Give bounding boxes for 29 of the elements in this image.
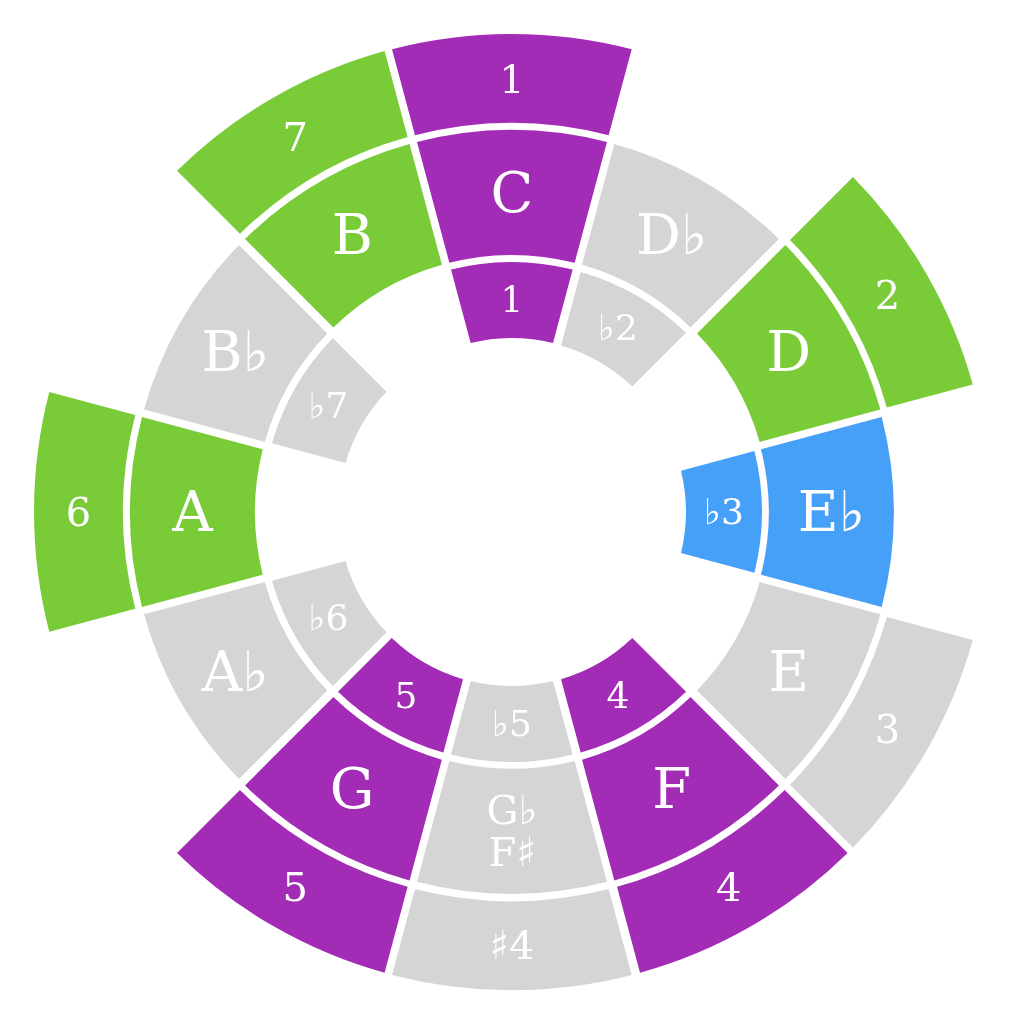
ring-segment (560, 637, 686, 753)
ring-segment (392, 888, 632, 990)
degree-label: 2 (874, 274, 901, 317)
degree-label: 4 (606, 676, 630, 715)
note-label: D (766, 322, 812, 382)
degree-label: ♭3 (704, 493, 744, 531)
ring-segment (34, 392, 136, 632)
note-label: B (331, 205, 373, 265)
ring-segment (681, 451, 762, 573)
degree-label: 1 (499, 57, 525, 100)
degree-label: 4 (716, 866, 742, 909)
degree-label: 5 (394, 676, 418, 715)
ring-segment (392, 34, 632, 136)
degree-label: 1 (500, 281, 524, 319)
note-label: C (490, 163, 534, 222)
note-label: F (652, 759, 692, 819)
degree-label: 6 (65, 491, 92, 533)
ring-segment (338, 637, 464, 753)
ring-segment (560, 271, 686, 387)
ring-segment (451, 681, 573, 762)
ring-segment (451, 262, 573, 343)
note-label: A (172, 482, 213, 542)
degree-label: 5 (282, 866, 308, 909)
ring-segment (271, 560, 387, 686)
note-label: G (329, 759, 375, 819)
degree-label: 7 (282, 115, 308, 158)
ring-segment (130, 417, 263, 607)
note-label: E♭ (797, 482, 866, 542)
ring-segment (271, 338, 387, 464)
